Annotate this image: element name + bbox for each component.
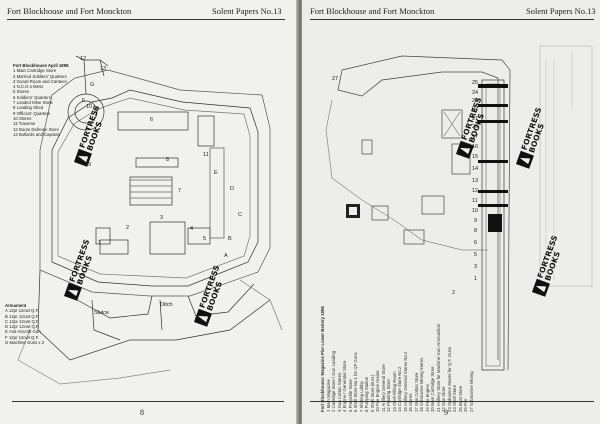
map-label-ditch: Ditch (160, 302, 173, 308)
map-label-d: D (230, 186, 234, 192)
legend-item: 9 Officers' Quarters (13, 110, 51, 116)
legend-item: 27 Submarine Mining (468, 371, 474, 412)
map-label-25: 25 (472, 80, 479, 86)
map-label-20: 20 (472, 124, 479, 130)
map-label-17: 17 (472, 134, 479, 140)
map-label-f: F (82, 98, 86, 104)
legend-item: 8 Loading Shed (13, 105, 44, 111)
legend-item: 5 Stores (13, 89, 30, 95)
left-running-head-title: Fort Blockhouse and Fort Monckton (7, 6, 132, 16)
map-label-13: 13 (472, 178, 479, 184)
legend-item: 11 Traverse (13, 121, 36, 127)
map-label-15: 15 (472, 154, 479, 160)
armament-item: B 12pr 12cwt Q.F. (5, 313, 40, 319)
page-number: 8 (140, 408, 144, 417)
fort-blockhouse-plan (17, 55, 283, 385)
map-label-8: 8 (166, 157, 170, 163)
map-label-11: 11 (203, 152, 209, 158)
magazine-pier-plan (325, 45, 593, 371)
right-running-head-title: Fort Blockhouse and Fort Monckton (310, 6, 435, 16)
book-gutter (296, 0, 304, 424)
map-label-5: 5 (203, 236, 207, 242)
left-running-head-series: Solent Papers No.13 (212, 6, 282, 16)
map-label-sluice: Sluice (94, 310, 109, 316)
map-label-2: 2 (452, 290, 456, 296)
map-label-22: 22 (472, 106, 479, 112)
armament-item: C 12pr 12cwt Q.F. (5, 318, 40, 324)
map-label-14: 14 (472, 166, 479, 172)
pier-plan-legend: Fort Blockhouse: Magazine Pier Lower Bat… (320, 306, 474, 412)
legend-title: Fort Blockhouse: Magazine Pier Lower Bat… (320, 306, 325, 412)
legend-item: 6 Soldiers' Quarters (13, 94, 51, 100)
map-label-e: E (214, 170, 218, 176)
map-label-11: 11 (472, 198, 478, 204)
legend-title: Fort Blockhouse April 1898 (13, 63, 69, 68)
map-label-10: 10 (472, 208, 479, 214)
armament-item: F 12pr 12cwt Q.F. (5, 334, 39, 340)
map-label-12: 12 (472, 188, 479, 194)
map-label-5: 5 (474, 252, 478, 258)
legend-item: 12 Boom Defence Store (13, 126, 59, 132)
map-label-g: G (90, 82, 95, 88)
legend-item: 13 Bollards and Capstan (13, 131, 61, 137)
legend-item: 3 Guard Room and Canteen (13, 78, 67, 84)
legend-item: 2 Married Soldiers' Quarters (13, 73, 67, 79)
map-label-b: B (228, 236, 232, 242)
map-label-9: 9 (474, 218, 478, 224)
right-page: Fort Blockhouse and Fort Monckton Solent… (302, 0, 600, 424)
footer-rule (310, 401, 594, 402)
map-label-24: 24 (472, 90, 479, 96)
legend-item: 4 N.C.O.s Mess (13, 84, 44, 90)
map-label-4: 4 (190, 226, 194, 232)
map-label-3: 3 (160, 215, 164, 221)
legend-item: 10 Stores (13, 115, 32, 121)
map-label-3: 3 (474, 264, 478, 270)
map-label-1: 1 (474, 276, 478, 282)
armament-item: E Anti-Aircraft Gun (5, 329, 41, 335)
map-label-21: 21 (472, 116, 479, 122)
page-number: 9 (444, 408, 448, 417)
header-rule (310, 19, 594, 20)
armament-item: D 12pr 12cwt Q.F. (5, 324, 40, 330)
map-label-c: C (238, 212, 242, 218)
footer-rule (12, 401, 284, 402)
map-label-1: 1 (98, 240, 102, 246)
armament-item: G Machine Guns x 2 (5, 340, 45, 346)
armament-legend: Armament A 12pr 12cwt Q.F. B 12pr 12cwt … (5, 303, 44, 345)
map-label-27: 27 (332, 76, 339, 82)
left-page: Fort Blockhouse and Fort Monckton Solent… (0, 0, 298, 424)
map-label-10: 10 (86, 104, 93, 110)
map-label-9: 9 (88, 162, 92, 168)
header-rule (7, 19, 285, 20)
armament-title: Armament (5, 303, 27, 308)
map-label-12: 12 (80, 56, 87, 62)
legend-item: 1 Main Cartridge Store (13, 68, 57, 74)
armament-item: A 12pr 12cwt Q.F. (5, 308, 39, 314)
right-running-head-series: Solent Papers No.13 (526, 6, 596, 16)
map-label-2: 2 (126, 225, 130, 231)
map-label-16: 16 (472, 144, 479, 150)
map-label-8: 8 (474, 228, 478, 234)
map-label-13: 13 (100, 66, 107, 72)
map-label-23: 23 (472, 98, 479, 104)
map-label-6: 6 (474, 240, 478, 246)
map-label-a: A (224, 253, 228, 259)
map-label-7: 7 (178, 188, 182, 194)
legend-item: 7 Loaded Mine Store (13, 100, 53, 106)
plan-legend: Fort Blockhouse April 1898 1 Main Cartri… (13, 63, 68, 137)
map-label-6: 6 (150, 117, 154, 123)
